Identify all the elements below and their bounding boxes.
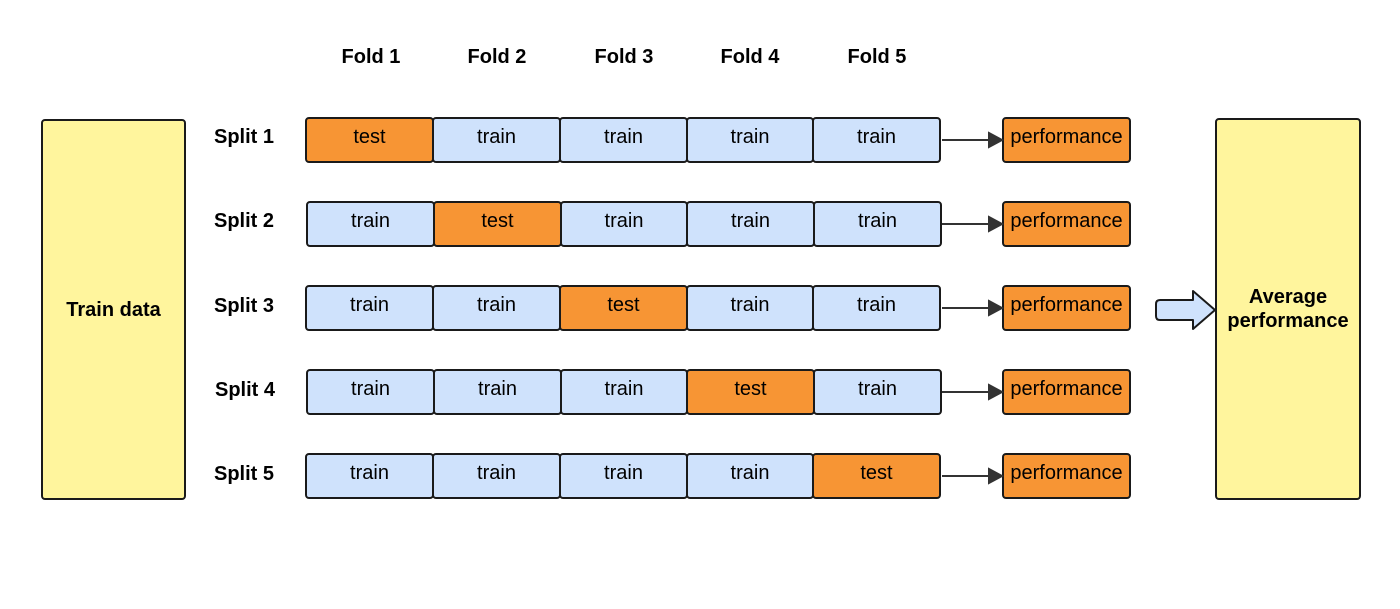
split-3-fold-2-cell: train (432, 285, 561, 331)
split-2-fold-2-cell: test (433, 201, 562, 247)
split-4-fold-3-cell: train (560, 369, 688, 415)
split-label-2: Split 2 (213, 210, 274, 232)
average-performance-box: Average performance (1215, 118, 1361, 500)
split-5-performance-box: performance (1002, 453, 1131, 499)
split-5-fold-2-cell: train (432, 453, 561, 499)
train-data-label: Train data (66, 298, 161, 321)
average-label-line2: performance (1227, 310, 1349, 332)
split-4-arrowhead (988, 383, 1005, 401)
split-label-5: Split 5 (213, 463, 274, 485)
split-2-fold-4-cell: train (686, 201, 815, 247)
fold-header-2: Fold 2 (467, 46, 527, 68)
split-1-fold-2-cell: train (432, 117, 561, 163)
split-1-performance-box: performance (1002, 117, 1131, 163)
split-2-fold-5-cell: train (813, 201, 942, 247)
split-3-fold-3-cell: test (559, 285, 688, 331)
fold-header-5: Fold 5 (847, 46, 907, 68)
split-2-arrowhead (988, 215, 1005, 233)
split-5-fold-5-cell: test (812, 453, 941, 499)
fold-header-1: Fold 1 (341, 46, 401, 68)
fold-header-4: Fold 4 (720, 46, 780, 68)
split-1-arrowhead (988, 131, 1005, 149)
split-label-3: Split 3 (213, 295, 274, 317)
block-arrow-icon (1155, 290, 1216, 330)
average-label-line1: Average (1248, 286, 1328, 308)
split-2-performance-box: performance (1002, 201, 1131, 247)
split-3-fold-4-cell: train (686, 285, 814, 331)
fold-header-3: Fold 3 (594, 46, 654, 68)
split-4-fold-5-cell: train (813, 369, 942, 415)
split-1-fold-5-cell: train (812, 117, 941, 163)
split-3-fold-5-cell: train (812, 285, 941, 331)
split-label-4: Split 4 (214, 379, 275, 401)
split-4-fold-1-cell: train (306, 369, 435, 415)
split-5-arrowhead (988, 467, 1005, 485)
split-1-fold-1-cell: test (305, 117, 434, 163)
split-1-fold-4-cell: train (686, 117, 814, 163)
split-4-fold-2-cell: train (433, 369, 562, 415)
train-data-box: Train data (41, 119, 186, 500)
split-1-fold-3-cell: train (559, 117, 688, 163)
split-3-performance-box: performance (1002, 285, 1131, 331)
split-label-1: Split 1 (213, 126, 274, 148)
split-3-arrowhead (988, 299, 1005, 317)
split-3-fold-1-cell: train (305, 285, 434, 331)
